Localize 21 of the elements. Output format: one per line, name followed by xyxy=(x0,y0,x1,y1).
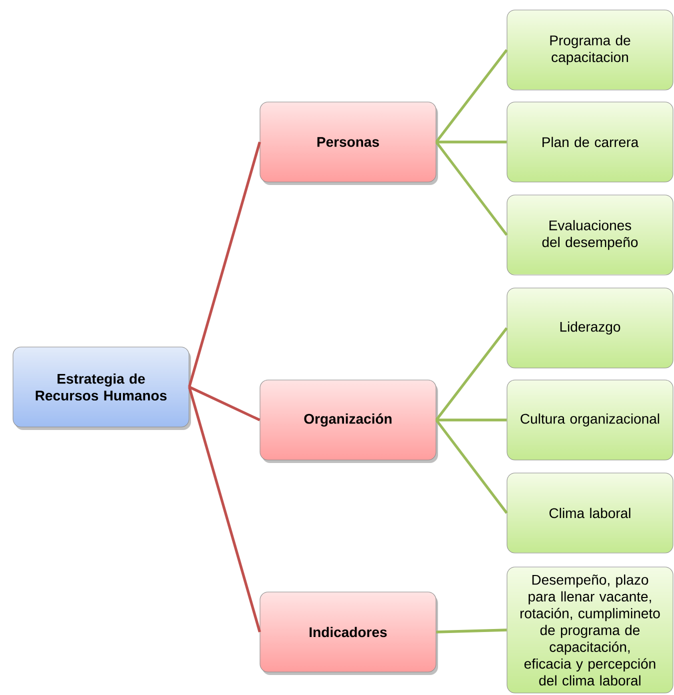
item-box: Clima laboral xyxy=(506,472,674,554)
item-box: Desempeño, plazo para llenar vacante, rotación, cumplimineto de programa de capacitación, eficacia y percepción del clima laboral xyxy=(506,566,674,694)
category-box: Personas xyxy=(260,102,436,182)
connector-line xyxy=(436,140,507,144)
item-box: Evaluaciones del desempeño xyxy=(506,194,674,276)
item-box: Cultura organizacional xyxy=(506,380,674,460)
item-box: Programa de capacitacion xyxy=(506,10,674,90)
connector-line xyxy=(188,142,262,388)
connector-line xyxy=(436,628,507,634)
connector-line xyxy=(435,49,508,143)
connector-line xyxy=(435,327,508,421)
connector-line xyxy=(188,386,260,422)
connector-line xyxy=(436,418,507,422)
connector-line xyxy=(188,386,262,632)
category-box: Indicadores xyxy=(260,592,436,672)
root-box: Estrategia de Recursos Humanos xyxy=(12,346,190,428)
category-box: Organización xyxy=(260,380,436,460)
connector-line xyxy=(435,419,508,514)
item-box: Liderazgo xyxy=(506,288,674,368)
item-box: Plan de carrera xyxy=(506,102,674,182)
connector-line xyxy=(435,141,508,236)
